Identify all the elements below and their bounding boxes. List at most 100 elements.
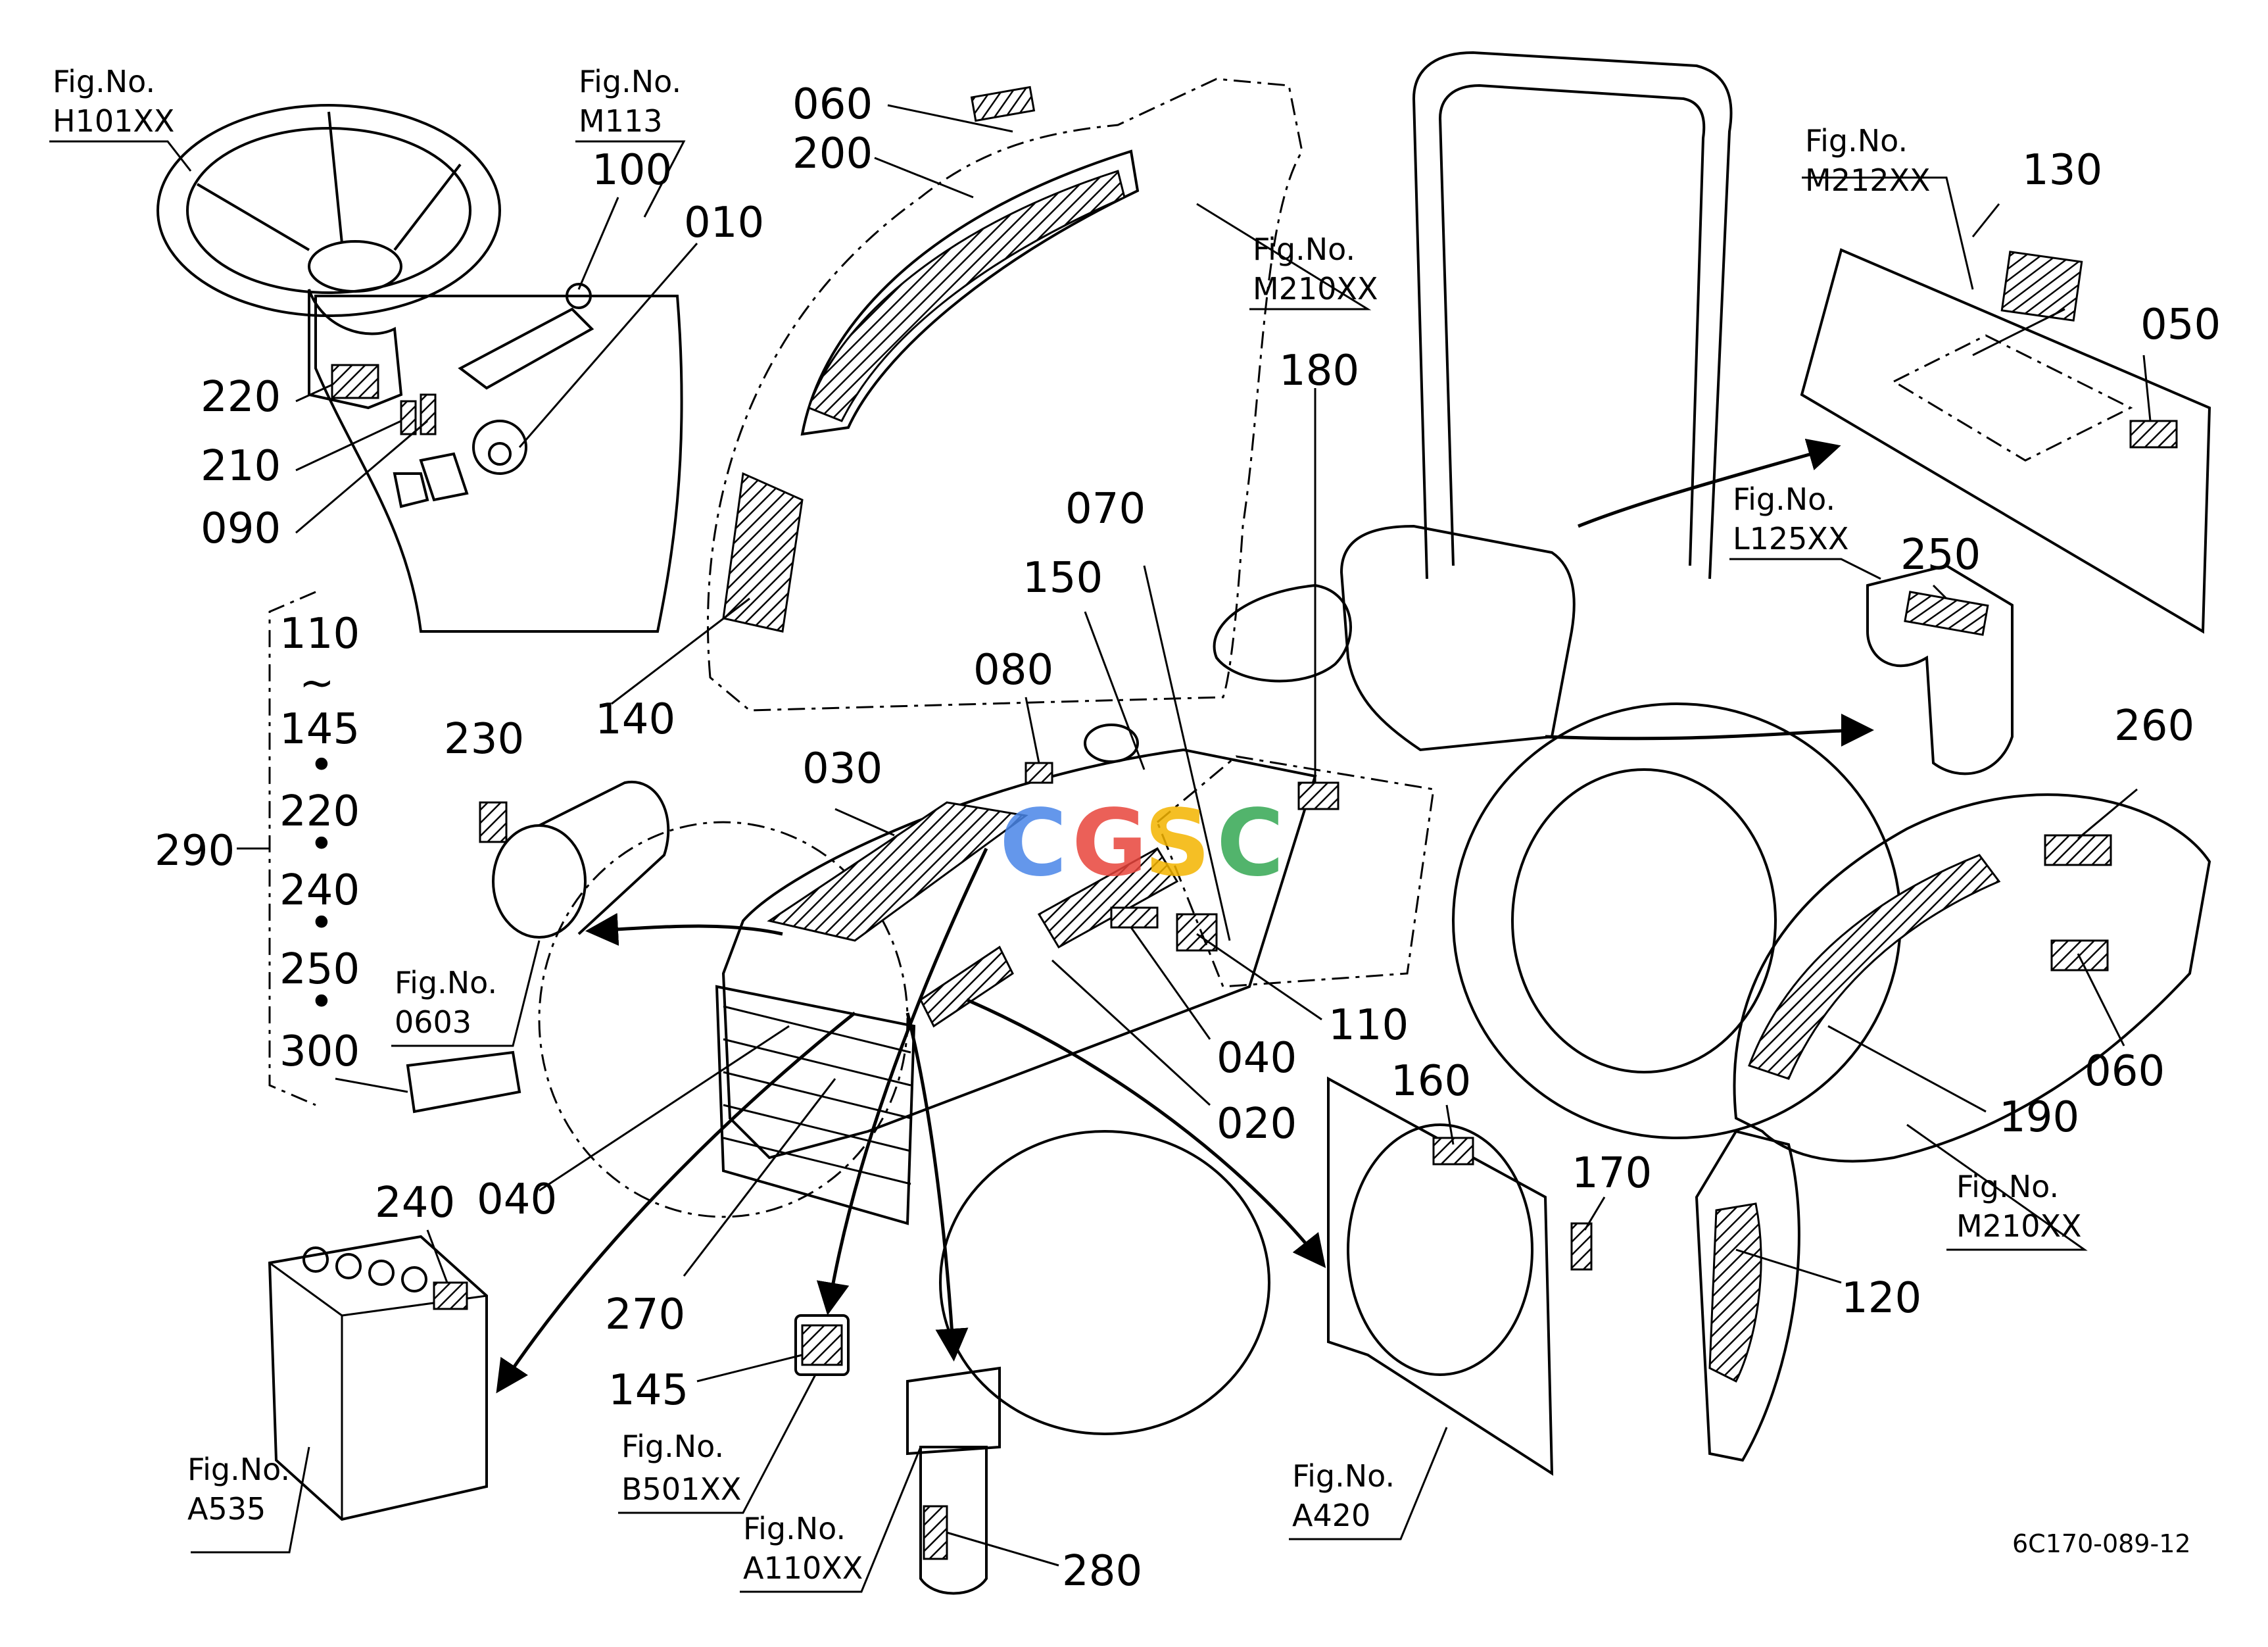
- fig-ref-b501-label: Fig.No.: [621, 1429, 724, 1464]
- decal-190-fender: [1748, 854, 2001, 1080]
- callout-180: 180: [1279, 347, 1359, 395]
- relay-block-b501: [794, 1314, 850, 1376]
- leader-060a: [887, 104, 1013, 133]
- decal-250-step: [1904, 591, 1989, 636]
- throttle-lever: [458, 307, 594, 390]
- decal-220-dash: [331, 364, 379, 399]
- decal-120-fender: [1708, 1202, 1762, 1383]
- grille-slats: [723, 1005, 911, 1185]
- fender-shell-outline: [707, 78, 1303, 712]
- callout-020: 020: [1217, 1100, 1297, 1148]
- watermark-letter: S: [1144, 790, 1211, 897]
- arrow-to-radiator: [966, 998, 1326, 1268]
- group-290-item: ~: [299, 659, 335, 708]
- fig-ref-m113-label: Fig.No.: [579, 64, 681, 99]
- leader-h101: [49, 140, 192, 172]
- leader-040a: [1130, 927, 1211, 1040]
- leader-240: [426, 1229, 448, 1283]
- callout-100: 100: [592, 146, 672, 195]
- callout-040-side: 040: [1217, 1034, 1297, 1083]
- callout-090: 090: [201, 504, 281, 553]
- leader-090: [295, 420, 428, 534]
- fender-upper-panel: [800, 149, 1140, 436]
- decal-300-sheet: [406, 1050, 521, 1114]
- fig-ref-a420-label: Fig.No.: [1292, 1458, 1395, 1494]
- watermark-letter: C: [1000, 790, 1067, 897]
- callout-170: 170: [1572, 1149, 1652, 1198]
- battery-box: [268, 1235, 488, 1521]
- decal-140-panel: [722, 472, 804, 633]
- leader-m113: [575, 140, 686, 218]
- fuel-cap: [1084, 724, 1139, 763]
- leader-a420: [1289, 1427, 1448, 1540]
- leader-100: [577, 197, 619, 290]
- right-panels: [1695, 248, 2211, 1462]
- callout-030: 030: [802, 745, 882, 793]
- dash-panel-body: [314, 295, 683, 633]
- leader-m210-right: [1906, 1123, 2088, 1251]
- decal-145-relay: [801, 1324, 843, 1366]
- decal-260-fender: [2044, 834, 2112, 866]
- callout-060-fender: 060: [2085, 1047, 2165, 1096]
- fender-lower-right: [1695, 1129, 1800, 1462]
- drawing-code: 6C170-089-12: [2012, 1529, 2191, 1558]
- leader-220a: [295, 383, 333, 403]
- decal-060-top: [970, 86, 1036, 122]
- decal-030-hood: [767, 801, 1028, 942]
- arrow-to-step: [1545, 714, 1874, 747]
- leader-b501: [618, 1374, 817, 1514]
- cgsc-watermark: C G S C: [1000, 790, 1284, 897]
- cabin-shell-assembly: [707, 51, 1733, 712]
- fig-ref-b501-code: B501XX: [621, 1471, 741, 1507]
- battery-cap-1: [302, 1246, 329, 1273]
- arrow-to-relay: [816, 847, 988, 1315]
- rear-right-wheel-rim: [1511, 768, 1777, 1073]
- arrow-to-toolbox: [1578, 438, 1841, 528]
- leader-140: [611, 597, 750, 705]
- leader-a110: [740, 1446, 922, 1593]
- callout-210: 210: [201, 442, 281, 491]
- radiator-fan-ring: [1347, 1123, 1533, 1376]
- toolbox-inner-outline: [1891, 334, 2133, 462]
- callout-numbers: 060 200 100 010 220 210 090 140 130 050 …: [155, 80, 2221, 1596]
- callout-110: 110: [1328, 1001, 1409, 1050]
- decal-200-panel: [808, 170, 1126, 422]
- decal-270-side: [919, 945, 1014, 1028]
- operator-seat: [1339, 524, 1576, 752]
- fig-ref-a535-code: A535: [187, 1491, 266, 1527]
- leader-190: [1827, 1025, 1987, 1113]
- fig-ref-l125-code: L125XX: [1733, 521, 1848, 556]
- decal-130-panel: [2000, 251, 2083, 322]
- group-290-item: 300: [279, 1027, 360, 1076]
- fig-ref-a110-code: A110XX: [743, 1550, 863, 1586]
- callout-290: 290: [155, 827, 235, 875]
- callout-140: 140: [595, 695, 675, 744]
- fig-ref-m212-label: Fig.No.: [1805, 123, 1908, 159]
- callout-010: 010: [684, 199, 764, 247]
- toolbox-panel-m212: [1800, 248, 2211, 634]
- callout-240: 240: [375, 1179, 455, 1227]
- radiator-shroud-a420: [1327, 1076, 1554, 1476]
- leader-060b: [2077, 953, 2125, 1046]
- callout-250: 250: [1900, 531, 1981, 579]
- leader-260: [2077, 788, 2138, 840]
- group-290-list: 110 ~ 145 • 220 • 240 • 250 • 300: [279, 610, 360, 1076]
- leader-020: [1051, 959, 1211, 1106]
- fig-ref-m113-code: M113: [579, 103, 663, 139]
- front-grille: [715, 985, 916, 1225]
- leader-080: [1025, 697, 1040, 764]
- decal-050-panel: [2129, 420, 2178, 449]
- callout-190: 190: [1999, 1093, 2079, 1142]
- leader-a535: [191, 1446, 310, 1554]
- callout-060-top: 060: [792, 80, 873, 129]
- steering-spokes: [196, 111, 462, 251]
- leader-0603: [391, 940, 541, 1047]
- fig-ref-0603-label: Fig.No.: [395, 965, 497, 1000]
- group-290-item: 145: [279, 705, 360, 754]
- decal-280-filter: [923, 1505, 948, 1560]
- group-290-item: 250: [279, 945, 360, 994]
- callout-230: 230: [444, 715, 524, 764]
- rear-right-wheel: [1452, 702, 1902, 1139]
- fig-ref-m210-right-label: Fig.No.: [1956, 1169, 2059, 1204]
